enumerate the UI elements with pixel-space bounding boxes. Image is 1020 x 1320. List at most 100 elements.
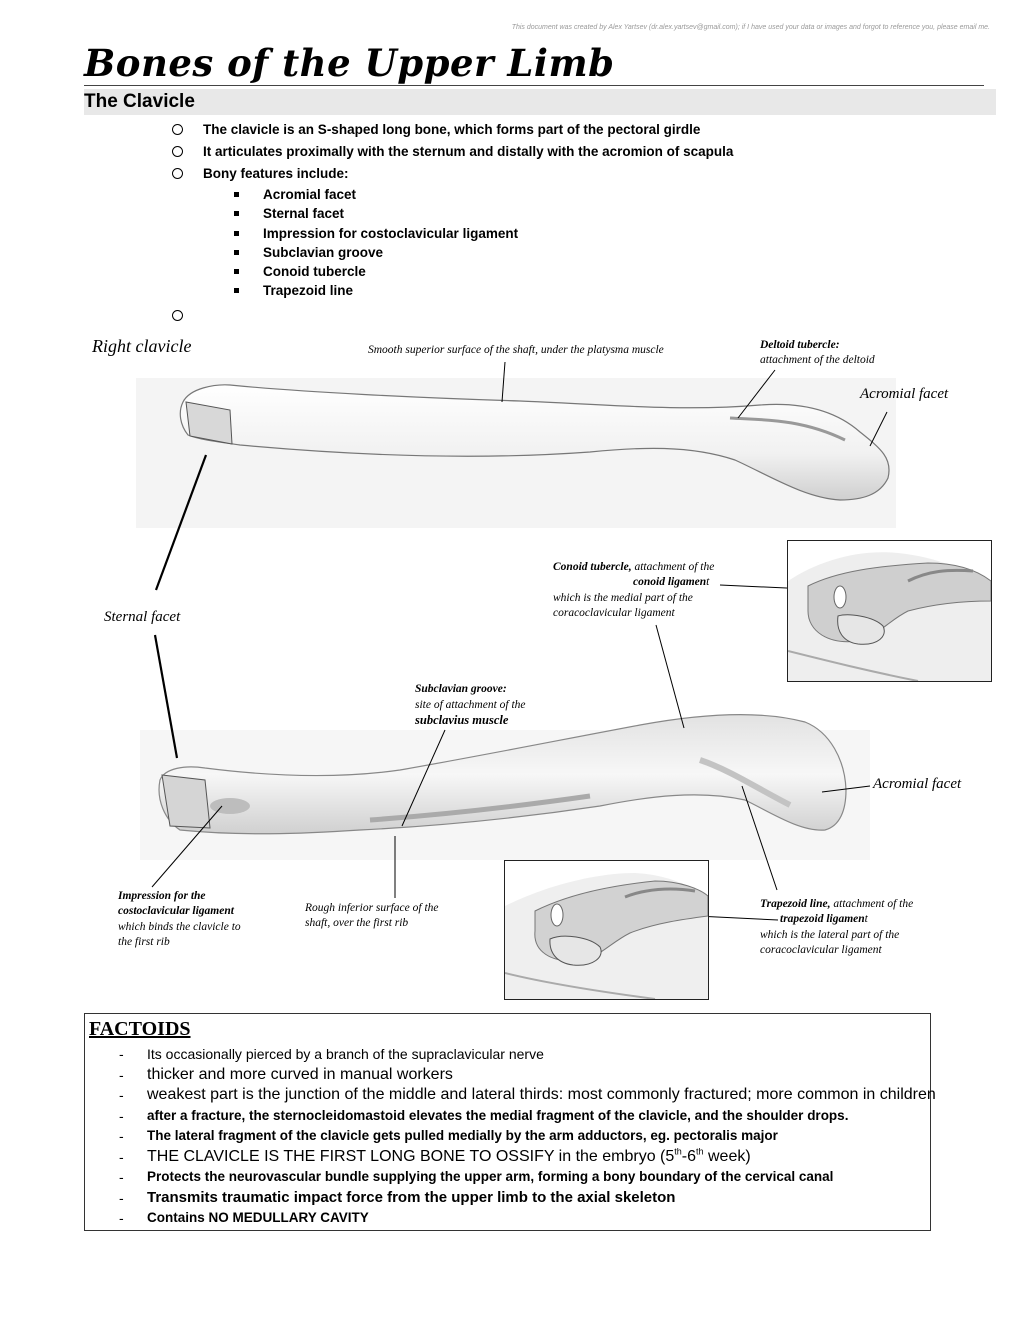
conoid-line4: coracoclavicular ligament <box>553 606 675 619</box>
square-bullet-icon <box>234 192 239 197</box>
credit-prefix: This document was created by Alex Yartse… <box>511 24 652 31</box>
circle-bullet-icon <box>172 124 183 135</box>
clavicle-superior-view <box>179 384 890 501</box>
factoids-list: -Its occasionally pierced by a branch of… <box>115 1044 936 1229</box>
trapezoid-ligament-t: t <box>864 913 868 926</box>
deltoid-tubercle-label: Deltoid tubercle: attachment of the delt… <box>760 338 875 368</box>
conoid-inset-image <box>787 540 992 682</box>
sternal-end-top <box>185 401 233 445</box>
ossify-suffix: week) <box>703 1147 751 1165</box>
ossify-prefix: in the embryo (5 <box>554 1147 675 1165</box>
ossify-caps: THE CLAVICLE IS THE FIRST LONG BONE TO O… <box>147 1147 555 1165</box>
factoid-item: -after a fracture, the sternocleidomasto… <box>115 1106 915 1127</box>
conoid-line1: attachment of the <box>631 561 715 573</box>
empty-bullet-item <box>172 305 972 327</box>
leader-line <box>151 805 223 888</box>
sternal-facet-label: Sternal facet <box>104 609 181 625</box>
feature-item: Impression for costoclavicular ligament <box>172 224 972 243</box>
factoid-text: Transmits traumatic impact force from th… <box>147 1188 676 1206</box>
credit-suffix: ); if I have used your data or images an… <box>735 24 990 31</box>
feature-item: Trapezoid line <box>172 281 972 300</box>
section-title: The Clavicle <box>84 91 195 112</box>
leader-line <box>869 411 888 447</box>
right-clavicle-label: Right clavicle <box>92 336 192 356</box>
rough-line2: shaft, over the first rib <box>305 917 409 930</box>
factoid-text: Protects the neurovascular bundle supply… <box>147 1169 834 1184</box>
leader-line <box>153 634 179 759</box>
ossify-sup1: th <box>674 1146 682 1157</box>
scapula-sketch <box>788 552 991 681</box>
smooth-superior-label: Smooth superior surface of the shaft, un… <box>368 344 664 356</box>
circle-bullet-icon <box>172 309 183 321</box>
impression-line1: Impression for the <box>118 890 206 902</box>
factoid-text: thicker and more curved in manual worker… <box>147 1065 453 1083</box>
leader-line <box>737 369 776 419</box>
feature-text: Conoid tubercle <box>263 264 366 280</box>
factoids-title: FACTOIDS <box>89 1018 191 1040</box>
rough-inferior-label: Rough inferior surface of the shaft, ove… <box>305 901 439 932</box>
acromial-facet-label-bottom: Acromial facet <box>873 776 962 792</box>
bullet-item: Bony features include: <box>172 163 972 185</box>
trapezoid-line-mark <box>699 757 792 808</box>
subclavian-title: Subclavian groove: <box>415 683 507 695</box>
rough-line1: Rough inferior surface of the <box>305 902 439 914</box>
feature-text: Trapezoid line <box>263 283 354 299</box>
scapula-sketch <box>505 873 708 999</box>
conoid-tubercle-label: Conoid tubercle, attachment of the conoi… <box>553 560 714 621</box>
costoclavicular-impression <box>210 798 250 814</box>
leader-line <box>741 785 778 891</box>
credit-email-link[interactable]: dr.alex.yartsev@gmail.com <box>651 24 736 31</box>
leader-line <box>401 729 446 827</box>
factoid-item: -Transmits traumatic impact force from t… <box>115 1188 915 1209</box>
circle-bullet-icon <box>172 168 183 179</box>
conoid-line3: which is the medial part of the <box>553 591 693 604</box>
impression-line4: the first rib <box>118 935 170 948</box>
ossify-sup2: th <box>696 1146 704 1157</box>
feature-text: Acromial facet <box>263 187 357 202</box>
trapezoid-line-label: Trapezoid line, attachment of the trapez… <box>760 897 913 958</box>
trapezoid-line3: which is the lateral part of the <box>760 928 900 941</box>
title-divider <box>84 85 984 86</box>
factoid-item: -THE CLAVICLE IS THE FIRST LONG BONE TO … <box>115 1147 915 1168</box>
subclavian-groove-mark <box>369 793 591 823</box>
square-bullet-icon <box>234 230 239 236</box>
bullet-text: Bony features include: <box>203 166 349 181</box>
bullet-text: It articulates proximally with the stern… <box>203 144 734 159</box>
trapezoid-line4: coracoclavicular ligament <box>760 943 882 956</box>
deltoid-title: Deltoid tubercle: <box>760 339 840 351</box>
factoid-item: -Its occasionally pierced by a branch of… <box>115 1044 915 1065</box>
leader-line <box>154 454 208 591</box>
trapezoid-ligament: trapezoid ligamen <box>780 913 865 926</box>
square-bullet-icon <box>234 269 239 275</box>
deltoid-tubercle-ridge <box>729 416 846 442</box>
trapezoid-line1: attachment of the <box>830 898 914 910</box>
conoid-ligament-t: t <box>706 576 710 589</box>
bullet-text: The clavicle is an S-shaped long bone, w… <box>203 122 701 137</box>
square-bullet-icon <box>234 211 239 217</box>
feature-item: Subclavian groove <box>172 243 972 262</box>
leader-line <box>821 785 871 793</box>
deltoid-desc: attachment of the deltoid <box>760 354 875 366</box>
factoid-item: -Contains NO MEDULLARY CAVITY <box>115 1208 915 1229</box>
factoid-text: THE CLAVICLE IS THE FIRST LONG BONE TO O… <box>147 1147 751 1168</box>
subclavian-groove-label: Subclavian groove: site of attachment of… <box>415 682 526 730</box>
credit-line: This document was created by Alex Yartse… <box>390 24 990 31</box>
factoid-item: -Protects the neurovascular bundle suppl… <box>115 1167 915 1188</box>
bullet-list: The clavicle is an S-shaped long bone, w… <box>172 119 972 327</box>
clavicle-illustration <box>136 361 896 921</box>
factoid-text: Its occasionally pierced by a branch of … <box>147 1046 544 1062</box>
bullet-item: The clavicle is an S-shaped long bone, w… <box>172 119 972 141</box>
impression-line3: which binds the clavicle to <box>118 920 241 933</box>
factoid-item: -The lateral fragment of the clavicle ge… <box>115 1126 915 1147</box>
factoid-text: Contains NO MEDULLARY CAVITY <box>147 1210 369 1225</box>
feature-text: Impression for costoclavicular ligament <box>263 225 519 241</box>
trapezoid-title: Trapezoid line, <box>760 898 831 910</box>
conoid-ligament: conoid ligamen <box>633 576 707 589</box>
subclavian-line2: site of attachment of the <box>415 698 526 711</box>
ossify-mid: -6 <box>681 1147 697 1165</box>
feature-item: Conoid tubercle <box>172 262 972 281</box>
bullet-item: It articulates proximally with the stern… <box>172 141 972 163</box>
circle-bullet-icon <box>172 146 183 157</box>
square-bullet-icon <box>234 249 239 255</box>
feature-text: Subclavian groove <box>263 244 384 260</box>
